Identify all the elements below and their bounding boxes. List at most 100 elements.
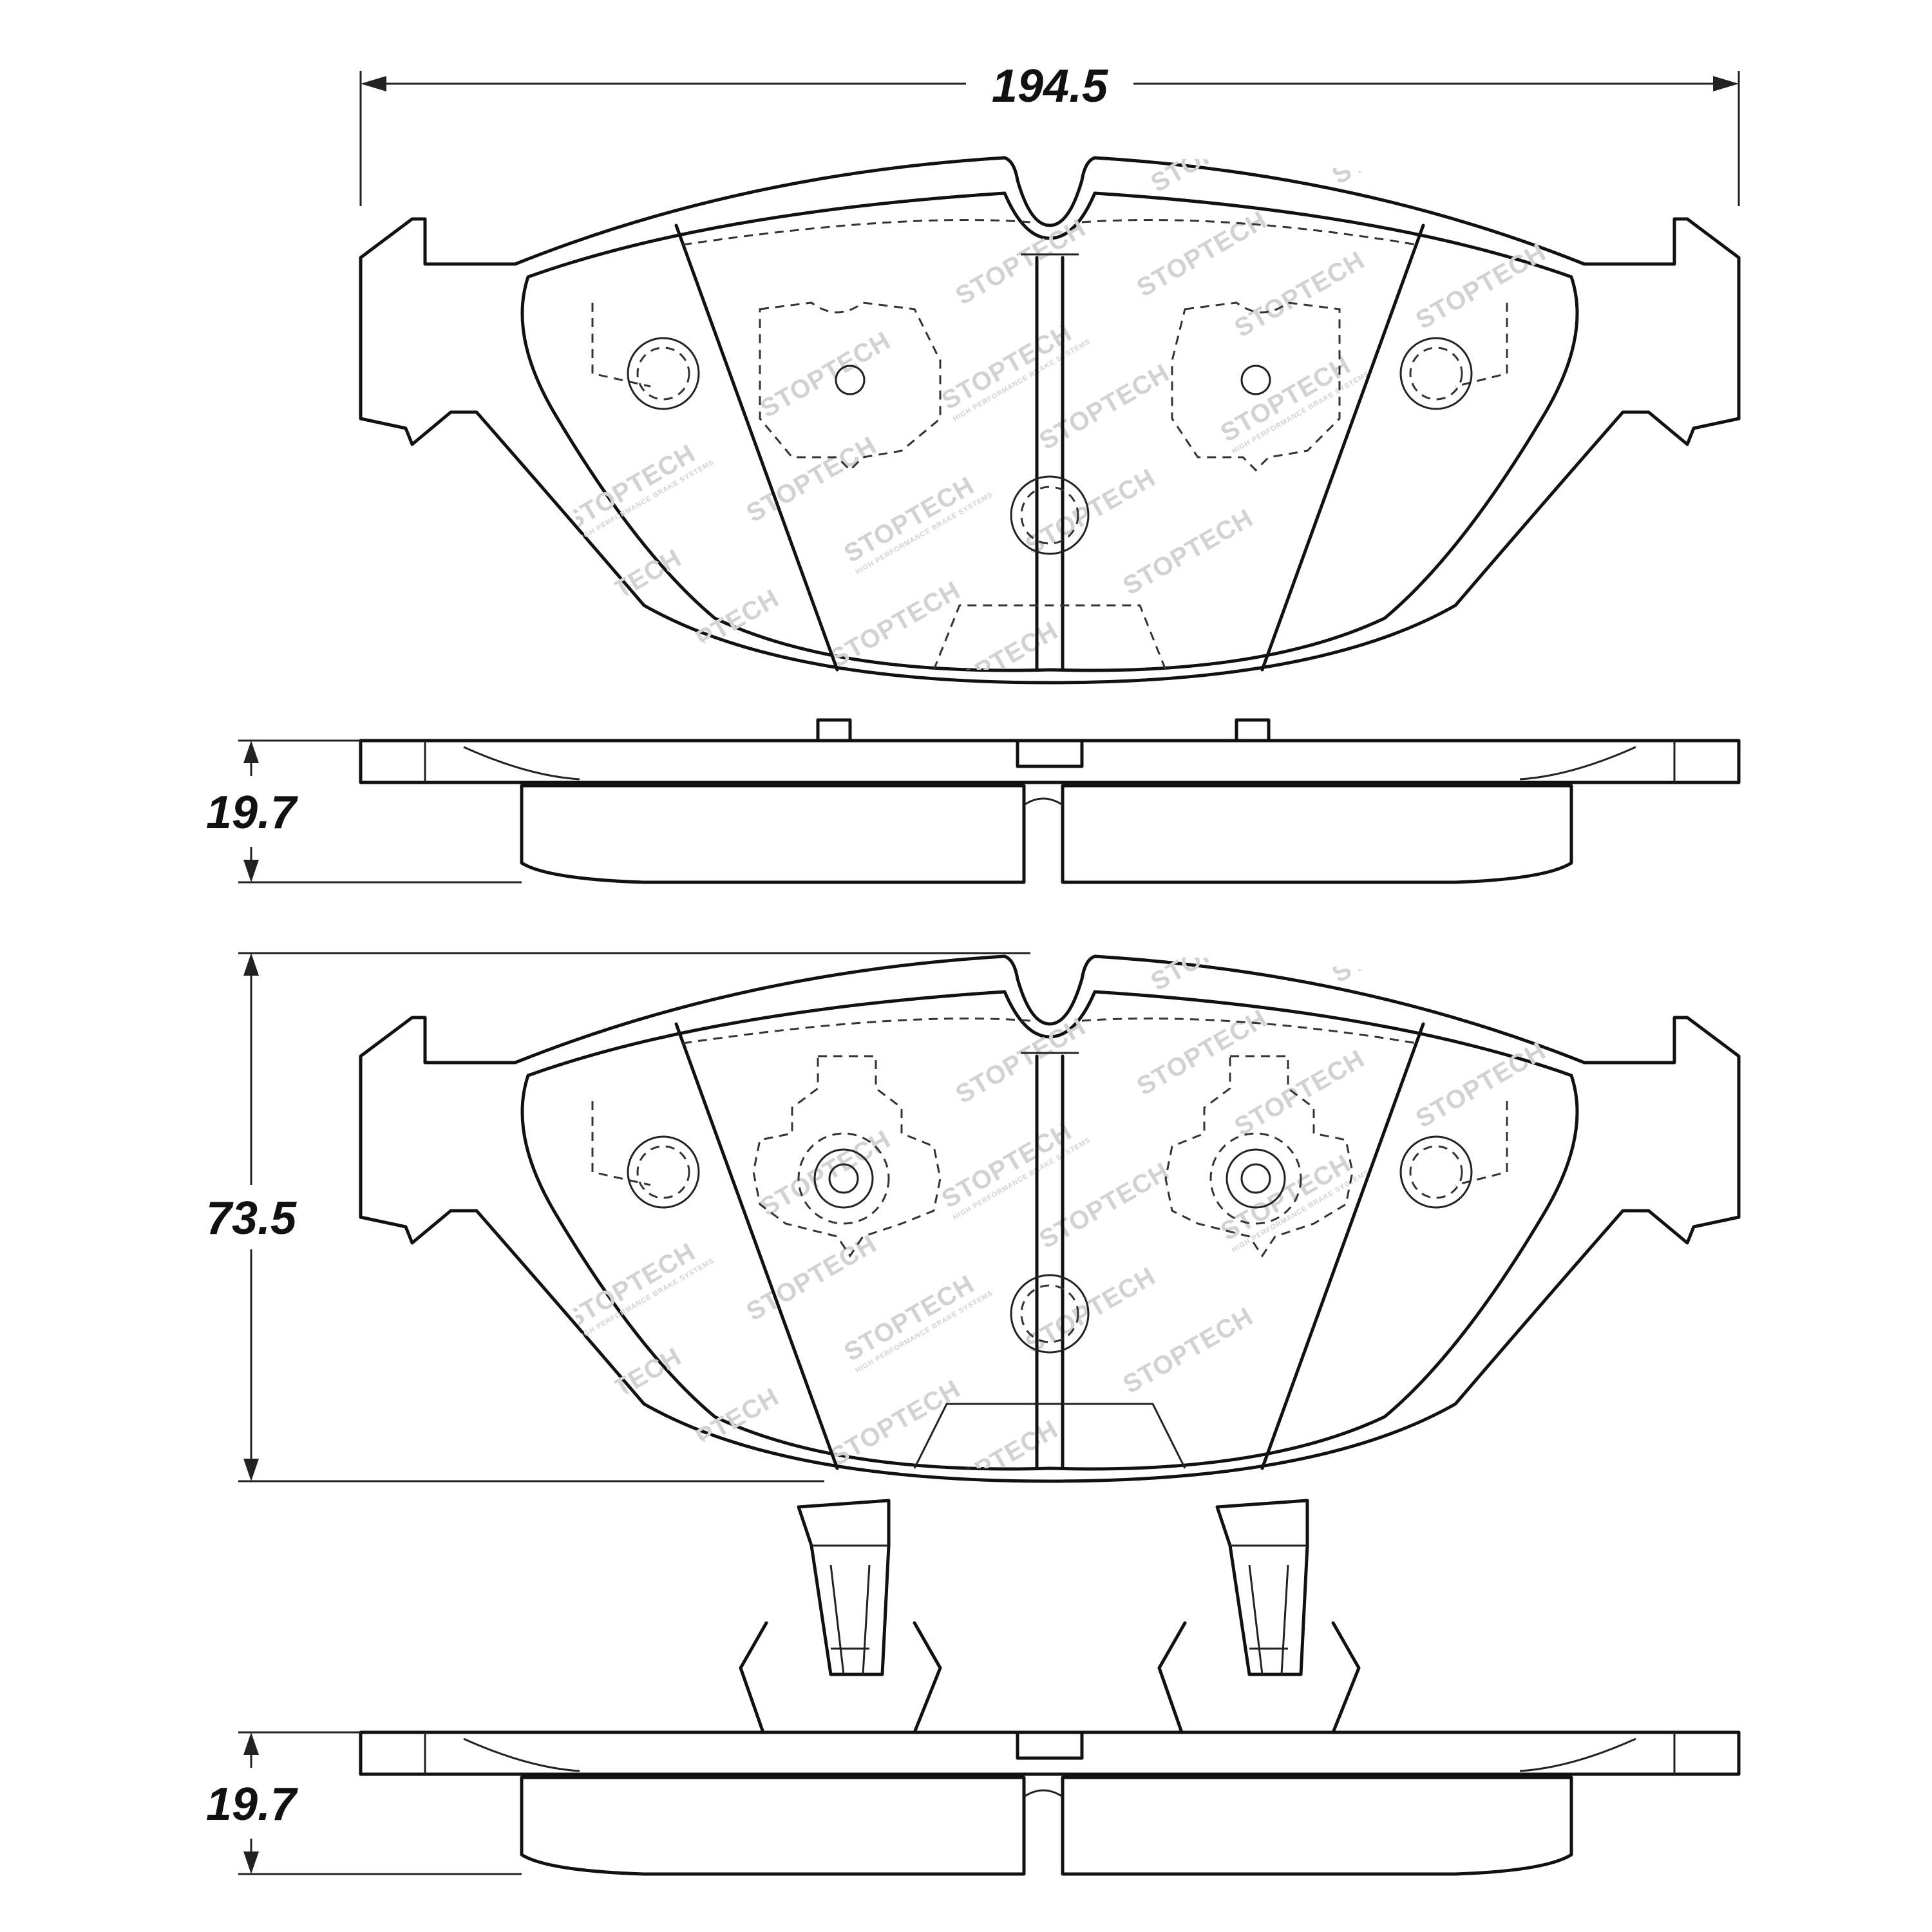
watermark-group-top: STOPTECH STOPTECH STOPTECH STOPTECH STOP… [547,93,1551,714]
friction-block-side-right [1061,784,1573,884]
hidden-edge [682,219,1031,246]
dimension-label-width: 194.5 [992,61,1108,112]
sensor-hole-left [835,365,866,395]
watermark-group-bottom: STOPTECH STOPTECH STOPTECH STOPTECH STOP… [547,900,1551,1584]
chamfer-line-left [674,223,839,672]
watermark-label: STOPTECH [1216,1149,1356,1246]
chamfer-line-right [1260,223,1425,672]
pad-side-view-top [359,718,1741,884]
hidden-edge [682,1018,1031,1045]
watermark-label: STOPTECH [937,318,1077,415]
plate-chamfer [463,1738,1636,1772]
watermark-label: STOPTECH [755,1125,895,1222]
watermark-label: STOPTECH [742,431,882,528]
clip-side-right [1157,1499,1361,1734]
watermark-label: STOPTECH [1119,1302,1258,1399]
watermark-label: STOPTECH [951,1012,1091,1110]
friction-block-side-right [1061,1776,1573,1876]
watermark-label: STOPTECH [951,214,1091,311]
dimension-label-thickness-bottom: 19.7 [206,1779,298,1830]
watermark-label: STOPTECH [839,471,979,569]
pad-face-view-bottom: STOPTECH STOPTECH STOPTECH STOPTECH STOP… [359,900,1741,1584]
friction-block-side-left [520,1776,1026,1876]
watermark-label: STOPTECH [1230,246,1370,343]
friction-material-top [520,191,1579,672]
hidden-edge [1081,1018,1417,1045]
watermark-label: STOPTECH [826,1374,965,1472]
sensor-hole-right [1240,365,1271,395]
pin-hole-left-inner [636,346,690,401]
shim-center-block [1016,1730,1084,1760]
sensor-clip-outline-right [1171,301,1341,472]
slot-top [1023,797,1063,806]
watermark-label: STOPTECH [937,1117,1077,1214]
watermark-label: STOPTECH [547,1342,687,1439]
watermark-label: STOPTECH [826,576,965,673]
clip-side-left [739,1499,942,1734]
hidden-edge [1455,303,1508,388]
dimension-label-height: 73.5 [206,1193,297,1244]
backing-plate-outline-top [359,156,1741,685]
watermark-label: STOPTECH [1146,101,1286,198]
pad-face-view-top: STOPTECH STOPTECH STOPTECH STOPTECH STOP… [359,93,1741,714]
watermark-label: STOPTECH [1146,900,1286,997]
watermark-label: STOPTECH [923,616,1063,714]
backing-plate-outline-bottom [359,954,1741,1483]
pin-hole-right-inner [1409,346,1463,401]
friction-block-side-left [520,784,1026,884]
bottom-notch [913,1403,1186,1469]
watermark-label: STOPTECH [1216,350,1356,448]
dimension-thickness-bottom: 19.7 [206,1731,522,1875]
watermark-label: STOPTECH [1035,359,1175,456]
pin-hole-right [1399,337,1473,410]
retainer-clip-right [1164,1055,1354,1258]
watermark-label: STOPTECH [1411,1036,1551,1133]
hidden-edge [591,303,651,388]
watermark-label: STOPTECH [923,1415,1063,1512]
watermark-label: STOPTECH [1411,238,1551,335]
dimension-thickness-top: 19.7 [206,739,522,884]
plate-chamfer [463,746,1636,781]
center-boss [1010,1274,1090,1354]
sensor-tab-right [1235,718,1271,743]
dimension-width: 194.5 [359,61,1740,206]
watermark-label: STOPTECH [839,1270,979,1367]
watermark-label: STOPTECH [644,584,784,681]
hidden-edge [1455,1101,1508,1186]
watermark-label: STOPTECH [1132,1004,1272,1101]
retainer-clip-left [752,1055,942,1258]
pin-hole-right [1399,1135,1473,1209]
dimension-height: 73.5 [206,952,1030,1482]
pin-hole-left [627,1135,700,1209]
shim-center-block [1016,739,1084,768]
sensor-tab-left [816,718,852,743]
pin-hole-left [627,337,700,410]
pin-hole-left-inner [636,1145,690,1199]
watermark-label: STOPTECH [560,1238,700,1335]
watermark-label: STOPTECH [644,1383,784,1480]
chamfer-line-right [1260,1022,1425,1470]
watermark-label: STOPTECH [755,327,895,424]
watermark-label: STOPTECH [1132,205,1272,303]
watermark-label: STOPTECH [630,1487,770,1584]
watermark-label: STOPTECH [1119,504,1258,601]
friction-material-bottom [520,990,1579,1471]
watermark-label: STOPTECH [547,544,687,641]
watermark-label: STOPTECH [1035,1157,1175,1255]
watermark-label: STOPTECH [560,439,700,536]
pad-side-view-bottom [359,1499,1741,1876]
watermark-label: STOPTECH [742,1229,882,1327]
slot-top [1023,1789,1063,1798]
watermark-label: STOPTECH [1327,93,1467,190]
center-boss-inner [1020,1284,1079,1343]
watermark-label: STOPTECH [1230,1045,1370,1142]
center-boss-inner [1020,486,1079,545]
center-boss [1010,475,1090,555]
hidden-edge [591,1101,651,1186]
dimension-label-thickness-top: 19.7 [206,787,298,838]
pin-hole-right-inner [1409,1145,1463,1199]
sensor-clip-outline-left [759,301,942,472]
chamfer-line-left [674,1022,839,1470]
hidden-bottom-notch [933,604,1167,670]
